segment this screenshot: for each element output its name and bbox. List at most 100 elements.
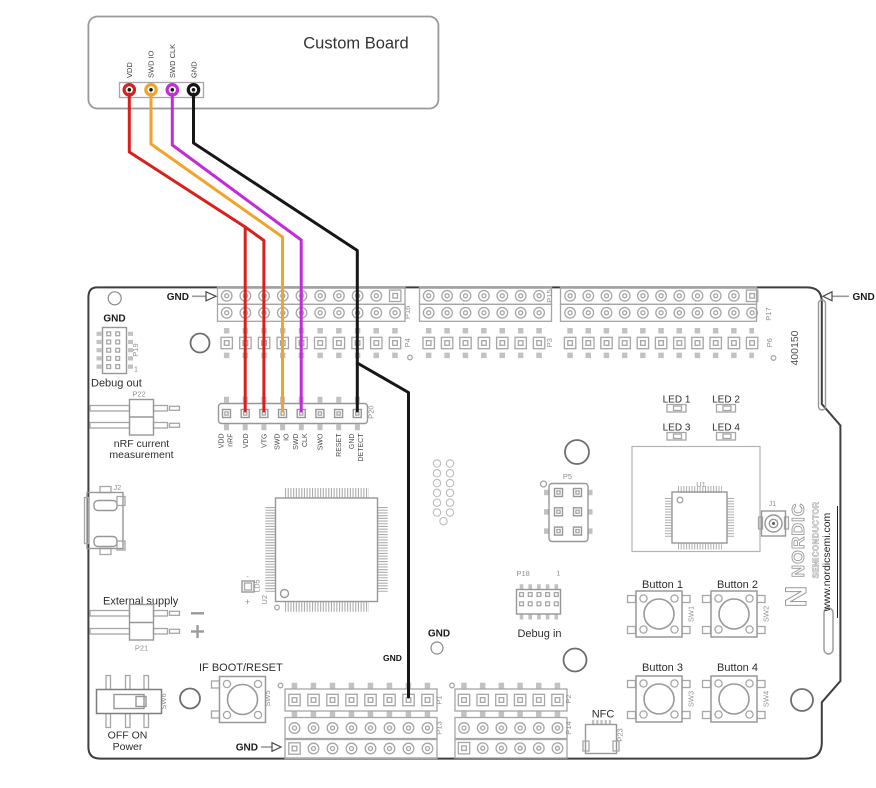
pad [553, 487, 564, 498]
pad [373, 310, 379, 316]
pad [582, 306, 595, 319]
pad [439, 516, 448, 526]
pad [422, 336, 436, 350]
u1-section: U1 J1 [631, 445, 790, 553]
sw2-button[interactable] [718, 598, 750, 630]
pad [498, 745, 505, 751]
p20-pin-label: DETECT [358, 433, 365, 462]
pad [636, 306, 649, 319]
pad [392, 340, 398, 346]
p20-pin-label: RESET [336, 433, 343, 457]
pad [333, 408, 344, 419]
pad [556, 490, 561, 495]
off-on-label: OFF ON [108, 730, 148, 742]
p20-ref: P20 [367, 406, 376, 419]
pad [432, 459, 442, 468]
pad [513, 693, 527, 707]
pad [115, 347, 121, 353]
pad [527, 591, 533, 598]
p20-pin-label: SWO [318, 433, 325, 450]
pad [421, 742, 434, 755]
pad [636, 336, 650, 350]
pad [745, 336, 759, 350]
sw6-slider-track [113, 693, 145, 710]
pad [713, 293, 719, 299]
pad [115, 355, 121, 361]
sw6-body[interactable] [95, 688, 163, 715]
gnd-label: GND [428, 629, 450, 640]
pad [369, 336, 383, 350]
pad [479, 697, 486, 703]
pad [373, 293, 379, 299]
mounting-hole [790, 688, 814, 712]
pad [432, 478, 442, 488]
pad [536, 725, 542, 731]
p5-header: P5 [539, 439, 593, 543]
pad [556, 509, 561, 515]
arrow-left-icon [821, 290, 833, 302]
pad [658, 293, 664, 299]
current-measurement-section: P22 nRF current measurement [89, 390, 181, 461]
header-row2-left [216, 303, 406, 322]
sw4-button[interactable] [718, 683, 750, 715]
pad [514, 289, 527, 302]
pad [481, 293, 487, 299]
pad [727, 336, 741, 350]
pin-center-dot [170, 88, 175, 92]
pad [224, 411, 229, 416]
pad [517, 697, 524, 703]
pad [676, 340, 683, 346]
pad [462, 340, 469, 346]
ld5-minus: - [246, 572, 249, 581]
current-measure-line2: measurement [109, 449, 173, 461]
pad [424, 725, 431, 731]
pad [441, 306, 454, 319]
gnd-arrow-bottom-left: GND [236, 741, 283, 754]
sw5-button[interactable] [226, 683, 259, 716]
sw3-button[interactable] [643, 683, 675, 715]
custom-pin-label-swdclk: SWD CLK [168, 44, 177, 78]
p19-ref: P19 [131, 343, 140, 356]
pad [307, 742, 320, 755]
sw6-slider-knob[interactable] [135, 695, 147, 708]
silk-dot [407, 354, 413, 361]
ld5-inner [243, 582, 253, 591]
pad [392, 310, 398, 316]
p20-pin-label: VTG [262, 434, 269, 448]
pad [332, 306, 345, 319]
pad [655, 306, 668, 319]
pad [335, 340, 342, 346]
pad [536, 310, 542, 316]
pad [533, 289, 546, 302]
pad [432, 488, 442, 498]
pad [425, 340, 432, 346]
pad [536, 340, 543, 346]
pad [373, 340, 380, 346]
pad [518, 293, 524, 299]
pad [514, 336, 528, 350]
header-label-p2: P2 [564, 694, 573, 703]
pad [421, 693, 434, 707]
pad [432, 498, 442, 507]
pad [314, 289, 327, 302]
u2-chip-body [274, 497, 379, 603]
button1: SW1 [626, 590, 696, 638]
sw1-button[interactable] [643, 598, 675, 630]
sw5-corner-pad [222, 679, 232, 689]
p20-pin-label: SWD [293, 434, 300, 450]
arrow-right-icon [271, 741, 283, 753]
pad [556, 528, 561, 534]
mounting-hole [179, 687, 201, 710]
sw5-ref: SW5 [263, 690, 272, 706]
pad [315, 408, 325, 419]
pad [326, 722, 339, 734]
pad [115, 364, 121, 370]
board-part-number: 400150 [789, 330, 801, 365]
wire-vdd [127, 92, 247, 413]
pad [388, 289, 402, 303]
pad [345, 742, 358, 755]
pad [495, 722, 508, 734]
wire-gnd-branch [355, 361, 410, 699]
pad [567, 293, 573, 299]
p18-connector [515, 588, 562, 615]
